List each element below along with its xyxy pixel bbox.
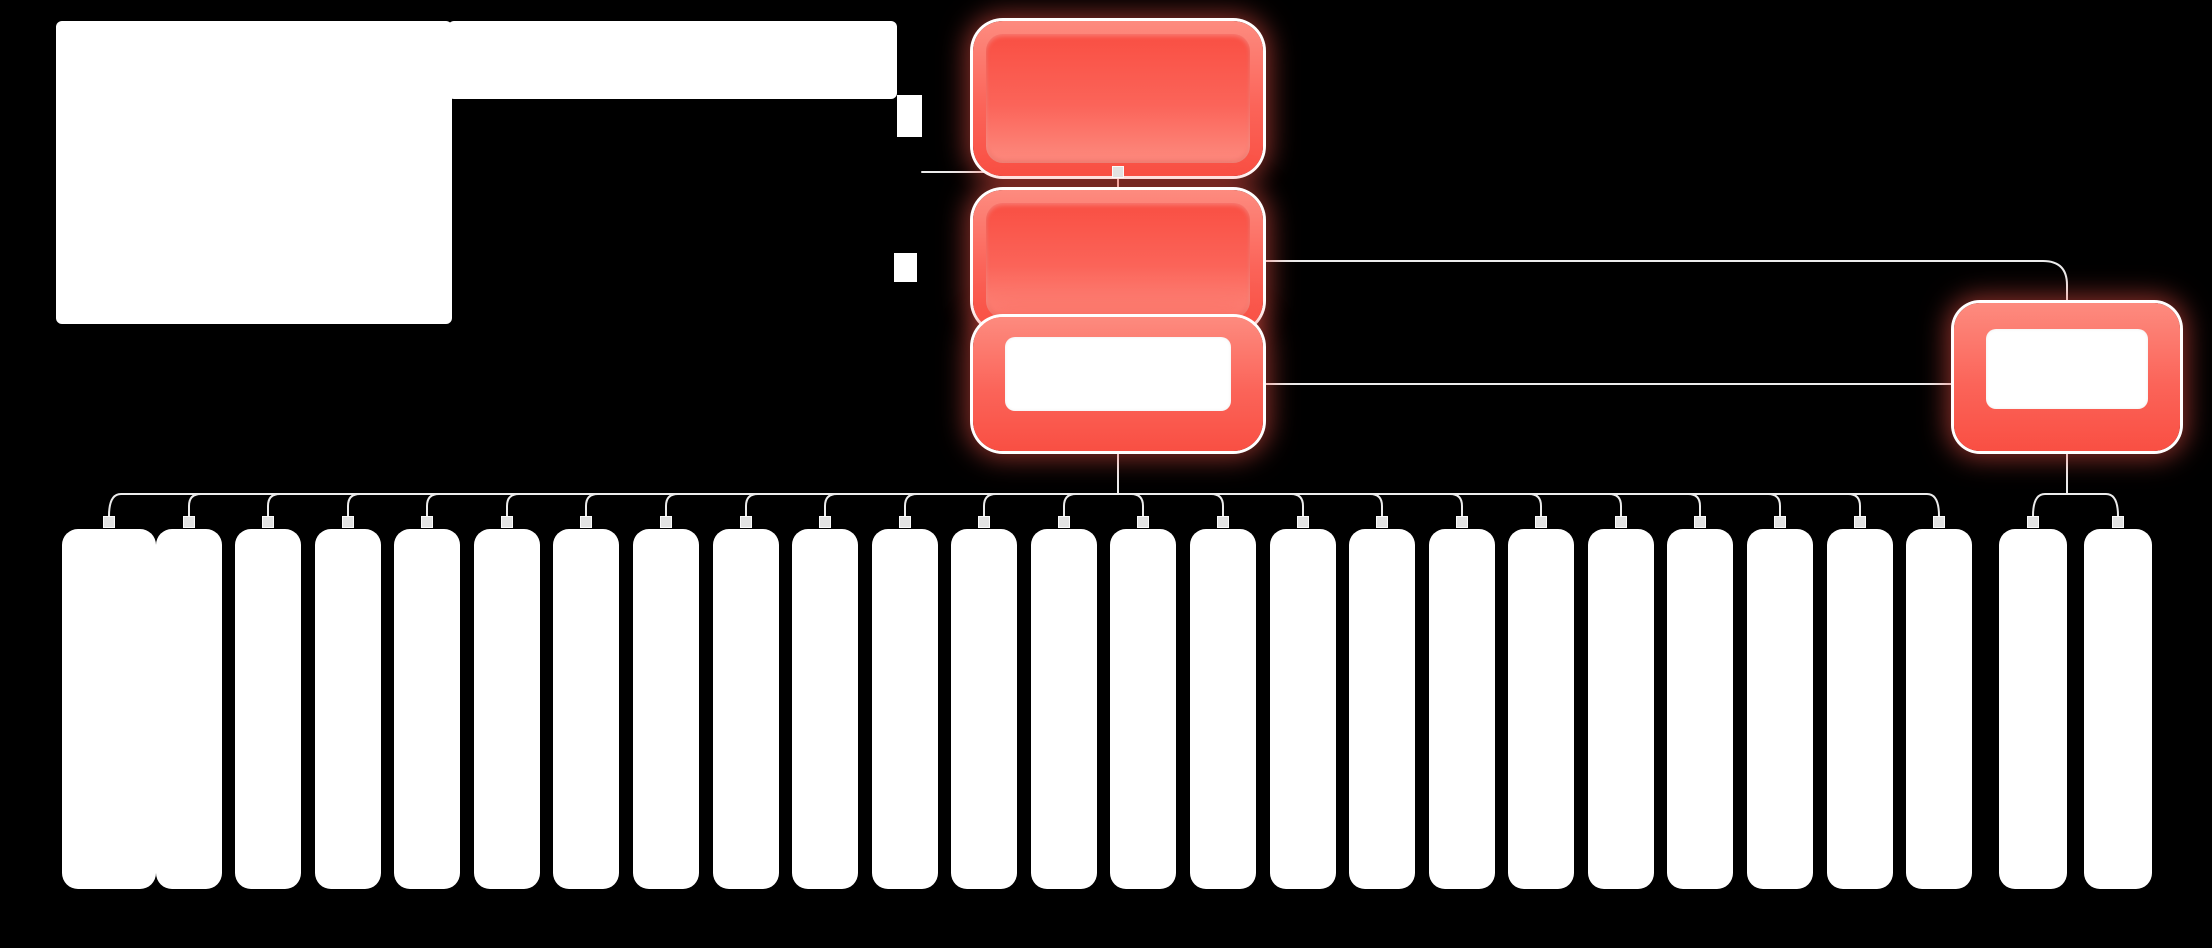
root-block[interactable] bbox=[56, 21, 452, 324]
child-node-bar[interactable] bbox=[1270, 529, 1336, 889]
branch-node-1[interactable] bbox=[973, 21, 1263, 176]
child-node-bar[interactable] bbox=[1349, 529, 1415, 889]
connector-line bbox=[347, 493, 361, 517]
node-anchor-dot[interactable] bbox=[899, 516, 911, 528]
node-anchor-dot[interactable] bbox=[2112, 516, 2124, 528]
connector-line bbox=[1767, 493, 1781, 517]
branch-node-2[interactable] bbox=[973, 190, 1263, 331]
node-anchor-dot[interactable] bbox=[1694, 516, 1706, 528]
child-node-bar[interactable] bbox=[1588, 529, 1654, 889]
node-anchor-dot[interactable] bbox=[1058, 516, 1070, 528]
child-node-bar[interactable] bbox=[1110, 529, 1176, 889]
child-node-bar[interactable] bbox=[1827, 529, 1893, 889]
connector-line bbox=[426, 493, 440, 517]
right-node[interactable] bbox=[1954, 303, 2180, 451]
child-node-bar[interactable] bbox=[792, 529, 858, 889]
node-anchor-dot[interactable] bbox=[1217, 516, 1229, 528]
node-anchor-dot[interactable] bbox=[1535, 516, 1547, 528]
node-anchor-dot[interactable] bbox=[501, 516, 513, 528]
child-node-bar[interactable] bbox=[62, 529, 156, 889]
node-anchor-dot[interactable] bbox=[660, 516, 672, 528]
node-anchor-dot[interactable] bbox=[819, 516, 831, 528]
connector-line bbox=[1249, 260, 2068, 304]
root-block-top-strip[interactable] bbox=[448, 21, 897, 99]
child-node-bar[interactable] bbox=[394, 529, 460, 889]
node-anchor-dot[interactable] bbox=[1615, 516, 1627, 528]
node-anchor-dot[interactable] bbox=[740, 516, 752, 528]
child-node-bar[interactable] bbox=[633, 529, 699, 889]
child-node-bar[interactable] bbox=[474, 529, 540, 889]
node-anchor-dot[interactable] bbox=[1933, 516, 1945, 528]
child-node-bar[interactable] bbox=[1747, 529, 1813, 889]
node-anchor-dot[interactable] bbox=[1854, 516, 1866, 528]
connector-line bbox=[904, 493, 918, 517]
connector-line bbox=[188, 493, 202, 517]
node-anchor-dot[interactable] bbox=[978, 516, 990, 528]
node-anchor-dot[interactable] bbox=[342, 516, 354, 528]
node-anchor-dot[interactable] bbox=[103, 516, 115, 528]
node-body bbox=[986, 203, 1250, 318]
node-body bbox=[986, 34, 1250, 163]
node-anchor-dot[interactable] bbox=[1137, 516, 1149, 528]
connector-line bbox=[1063, 493, 1077, 517]
connector-line bbox=[1130, 493, 1144, 517]
child-node-bar[interactable] bbox=[315, 529, 381, 889]
node-text-panel bbox=[1005, 337, 1231, 411]
child-node-bar[interactable] bbox=[1429, 529, 1495, 889]
node-anchor-dot[interactable] bbox=[2027, 516, 2039, 528]
child-node-bar[interactable] bbox=[553, 529, 619, 889]
connector-line bbox=[1449, 493, 1463, 517]
child-node-bar[interactable] bbox=[951, 529, 1017, 889]
node-text-panel bbox=[1986, 329, 2148, 409]
connector-line bbox=[824, 493, 838, 517]
connector-line bbox=[1687, 493, 1701, 517]
node-anchor-dot[interactable] bbox=[1456, 516, 1468, 528]
child-node-bar[interactable] bbox=[1031, 529, 1097, 889]
node-anchor-dot[interactable] bbox=[1376, 516, 1388, 528]
connector-line bbox=[745, 493, 759, 517]
node-anchor-dot[interactable] bbox=[183, 516, 195, 528]
node-anchor-dot[interactable] bbox=[262, 516, 274, 528]
child-node-bar[interactable] bbox=[1508, 529, 1574, 889]
child-node-bar[interactable] bbox=[235, 529, 301, 889]
node-anchor-dot[interactable] bbox=[1112, 166, 1124, 178]
branch-node-3[interactable] bbox=[973, 317, 1263, 451]
child-node-bar[interactable] bbox=[1190, 529, 1256, 889]
connector-line bbox=[585, 493, 599, 517]
connector-line bbox=[1847, 493, 1861, 517]
connector-line bbox=[665, 493, 679, 517]
connector-line bbox=[1369, 493, 1383, 517]
connector-line bbox=[506, 493, 520, 517]
connector-line bbox=[108, 493, 1940, 517]
child-node-bar[interactable] bbox=[2084, 529, 2152, 889]
node-anchor-dot[interactable] bbox=[580, 516, 592, 528]
node-anchor-dot[interactable] bbox=[1297, 516, 1309, 528]
white-fragment-2 bbox=[894, 253, 917, 282]
child-node-bar[interactable] bbox=[872, 529, 938, 889]
child-node-bar[interactable] bbox=[713, 529, 779, 889]
connector-line bbox=[1290, 493, 1304, 517]
child-node-bar[interactable] bbox=[1906, 529, 1972, 889]
connector-line bbox=[983, 493, 997, 517]
node-anchor-dot[interactable] bbox=[1774, 516, 1786, 528]
node-anchor-dot[interactable] bbox=[421, 516, 433, 528]
connector-line bbox=[267, 493, 281, 517]
connector-line bbox=[1528, 493, 1542, 517]
connector-line bbox=[1210, 493, 1224, 517]
child-node-bar[interactable] bbox=[1667, 529, 1733, 889]
child-node-bar[interactable] bbox=[1999, 529, 2067, 889]
child-node-bar[interactable] bbox=[156, 529, 222, 889]
connector-line bbox=[2032, 493, 2119, 517]
white-fragment-1 bbox=[897, 95, 922, 137]
connector-line bbox=[1608, 493, 1622, 517]
